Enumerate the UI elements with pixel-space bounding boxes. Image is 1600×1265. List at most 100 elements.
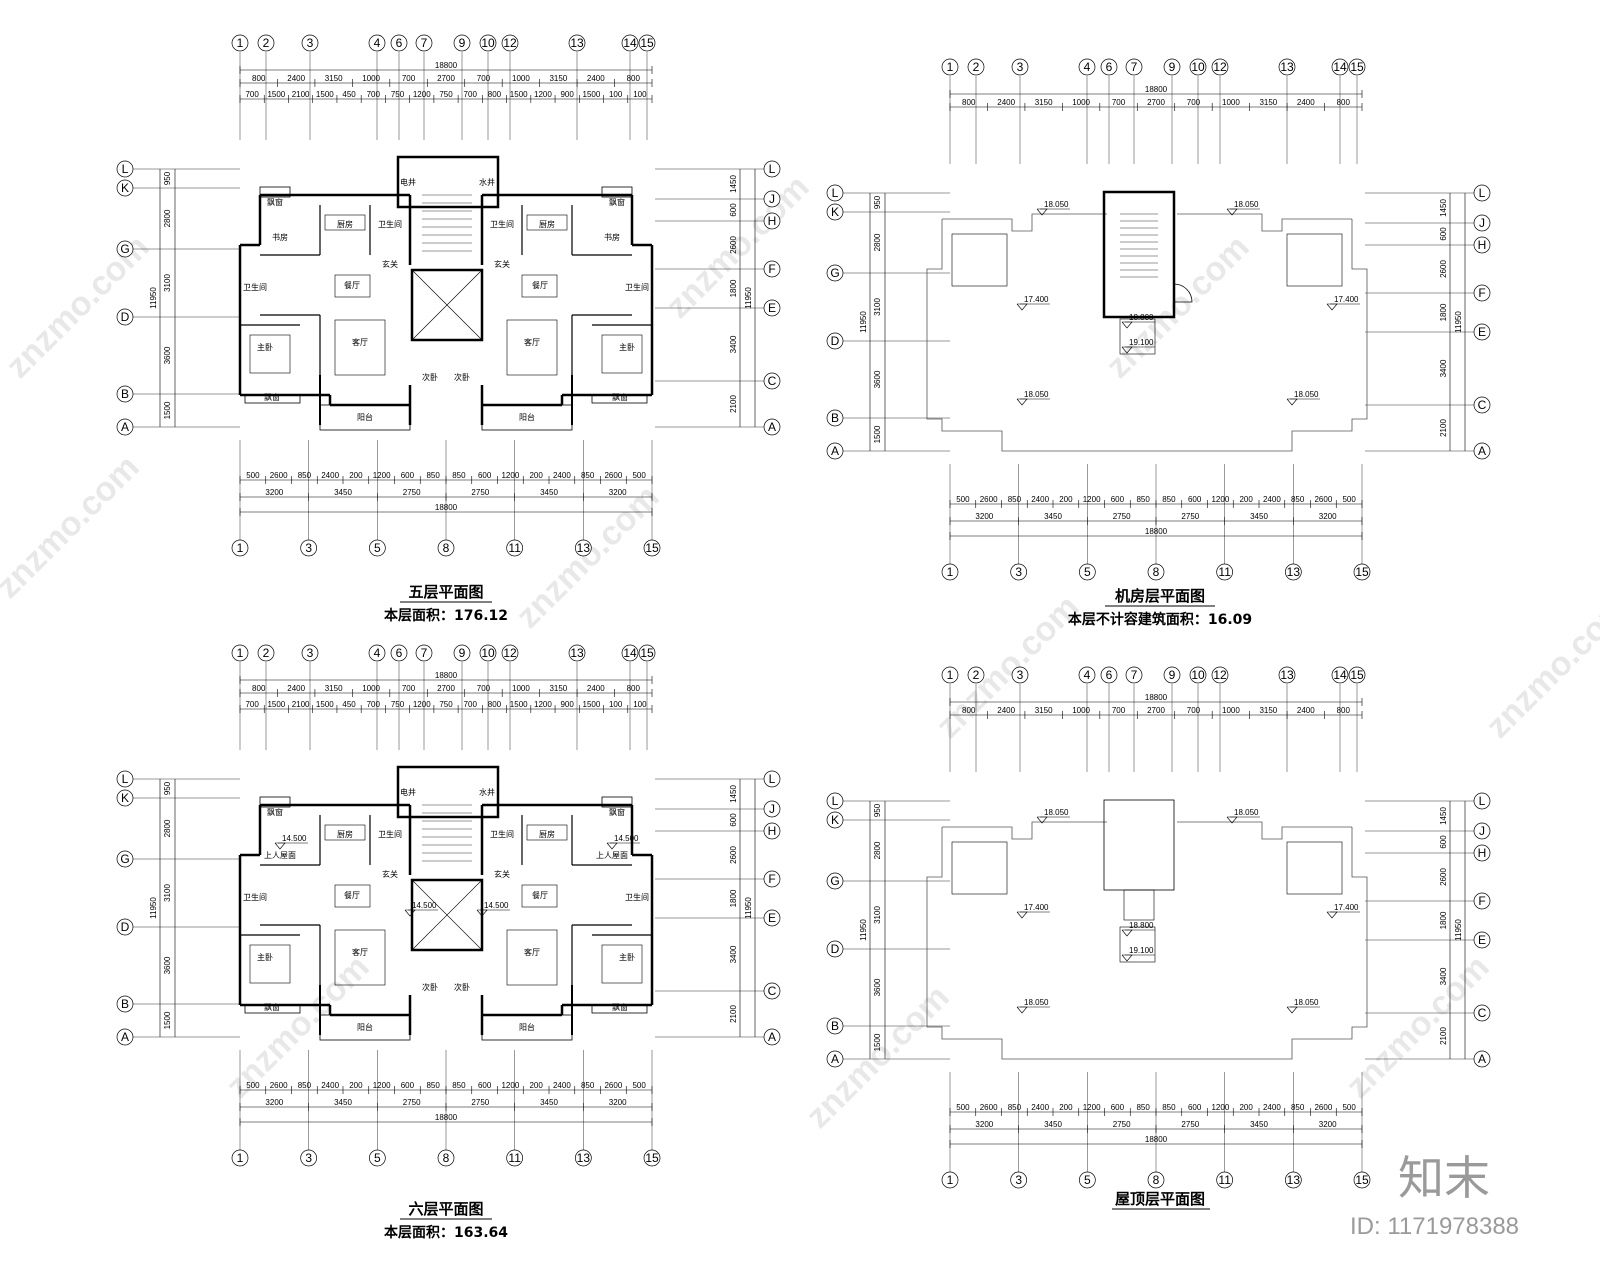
plan-area-sixth: 本层面积：163.64 (384, 1224, 508, 1241)
room-label: 厨房 (337, 219, 353, 229)
grid-axis-label: D (121, 310, 130, 324)
elevator-shaft (410, 878, 484, 952)
grid-axis-label: A (831, 444, 839, 458)
top-detail-dimension: 1500 (267, 700, 285, 709)
grid-axis-label: 15 (645, 1151, 659, 1165)
left-dimension-value: 950 (873, 195, 882, 209)
elevation-marker (1016, 911, 1028, 919)
top-detail-dimension: 1500 (510, 90, 528, 99)
grid-axis-label: 6 (1106, 60, 1113, 74)
plan-title-machine: 机房层平面图 (1115, 587, 1205, 605)
right-dimension-value: 3400 (1439, 967, 1448, 985)
elevation-marker (1286, 398, 1298, 406)
grid-axis-label: A (121, 1030, 129, 1044)
top-detail-dimension: 100 (633, 700, 647, 709)
left-dimension-value: 3100 (163, 884, 172, 902)
elevation-marker (404, 909, 416, 917)
bottom-dimension: 850 (298, 1081, 312, 1090)
overall-depth-dimension: 11950 (859, 311, 868, 333)
bottom-axis-dimension: 3450 (1250, 1120, 1268, 1129)
top-dimension: 800 (962, 706, 976, 715)
top-dimension: 700 (1112, 706, 1126, 715)
watermark-text: znzmo.com (0, 448, 147, 606)
room-label: 卫生间 (243, 892, 267, 902)
grid-axis-bubble (1211, 666, 1229, 684)
room-label: 卫生间 (625, 282, 649, 292)
overall-width-dimension: 18800 (435, 1113, 458, 1122)
bottom-dimension: 850 (426, 1081, 440, 1090)
bottom-axis-dimension: 2750 (471, 488, 489, 497)
bottom-axis-dimension: 3200 (1319, 1120, 1337, 1129)
grid-axis-label: 3 (1015, 565, 1022, 579)
grid-axis-label: 5 (1084, 1173, 1091, 1187)
grid-axis-bubble (1163, 666, 1181, 684)
grid-axis-bubble (501, 644, 519, 662)
bottom-dimension: 500 (956, 1103, 970, 1112)
room-label: 次卧 (454, 372, 470, 382)
elevation-value: 18.800 (1129, 313, 1154, 322)
grid-axis-label: G (830, 266, 839, 280)
bottom-axis-dimension: 2750 (1113, 512, 1131, 521)
elevation-value: 19.100 (1129, 338, 1154, 347)
room-label: 餐厅 (532, 281, 548, 290)
grid-axis-bubble (1078, 58, 1096, 76)
bottom-dimension: 2600 (270, 471, 288, 480)
bottom-dimension: 600 (401, 471, 415, 480)
bottom-axis-dimension: 3450 (540, 488, 558, 497)
grid-axis-bubble (568, 34, 586, 52)
right-dimension-value: 3400 (1439, 359, 1448, 377)
bottom-dimension: 200 (1239, 495, 1253, 504)
grid-axis-bubble (638, 34, 656, 52)
room-label: 厨房 (337, 829, 353, 839)
top-detail-dimension: 1500 (267, 90, 285, 99)
grid-axis-label: 12 (503, 36, 517, 50)
top-dimension: 2400 (587, 74, 605, 83)
watermark-text: znzmo.com (1099, 228, 1257, 386)
overall-depth-dimension: 11950 (149, 287, 158, 309)
image-id-text: ID: 1171978388 (1350, 1213, 1519, 1240)
right-dimension-value: 3400 (729, 945, 738, 963)
grid-axis-label: 3 (305, 541, 312, 555)
elevator-cross (411, 879, 483, 951)
shaft-label: 水井 (479, 787, 495, 797)
top-detail-dimension: 750 (391, 700, 405, 709)
grid-axis-label: K (831, 205, 839, 219)
grid-axis-label: D (831, 942, 840, 956)
right-dimension-value: 1450 (729, 175, 738, 193)
room-label: 飘窗 (612, 392, 628, 402)
elevation-value: 18.050 (1044, 808, 1069, 817)
grid-axis-label: 1 (947, 60, 954, 74)
bottom-dimension: 500 (956, 495, 970, 504)
grid-axis-bubble (621, 644, 639, 662)
bottom-dimension: 1200 (501, 471, 519, 480)
top-detail-dimension: 2100 (292, 90, 310, 99)
top-dimension: 1000 (512, 74, 530, 83)
grid-axis-label: B (831, 1019, 839, 1033)
grid-axis-bubble (368, 34, 386, 52)
grid-axis-label: H (768, 214, 777, 228)
top-detail-dimension: 900 (560, 90, 574, 99)
right-dimension-value: 2100 (1439, 1027, 1448, 1045)
grid-axis-label: 6 (1106, 668, 1113, 682)
grid-axis-label: 8 (1153, 1173, 1160, 1187)
grid-axis-label: 5 (374, 1151, 381, 1165)
bottom-axis-dimension: 3450 (540, 1098, 558, 1107)
grid-axis-bubble (568, 644, 586, 662)
room-label: 飘窗 (612, 1002, 628, 1012)
right-dimension-value: 2600 (729, 846, 738, 864)
grid-axis-bubble (1331, 666, 1349, 684)
bottom-axis-dimension: 3450 (1044, 1120, 1062, 1129)
top-dimension: 3150 (1035, 98, 1053, 107)
grid-axis-label: 1 (947, 565, 954, 579)
top-dimension: 2700 (437, 684, 455, 693)
bottom-dimension: 600 (1111, 495, 1125, 504)
elevation-value: 18.050 (1024, 390, 1049, 399)
top-dimension: 2400 (1297, 706, 1315, 715)
bottom-dimension: 600 (478, 471, 492, 480)
right-dimension-value: 3400 (729, 335, 738, 353)
bottom-dimension: 2400 (1263, 1103, 1281, 1112)
grid-axis-label: 2 (973, 60, 980, 74)
top-dimension: 3150 (1035, 706, 1053, 715)
top-detail-dimension: 1500 (316, 90, 334, 99)
